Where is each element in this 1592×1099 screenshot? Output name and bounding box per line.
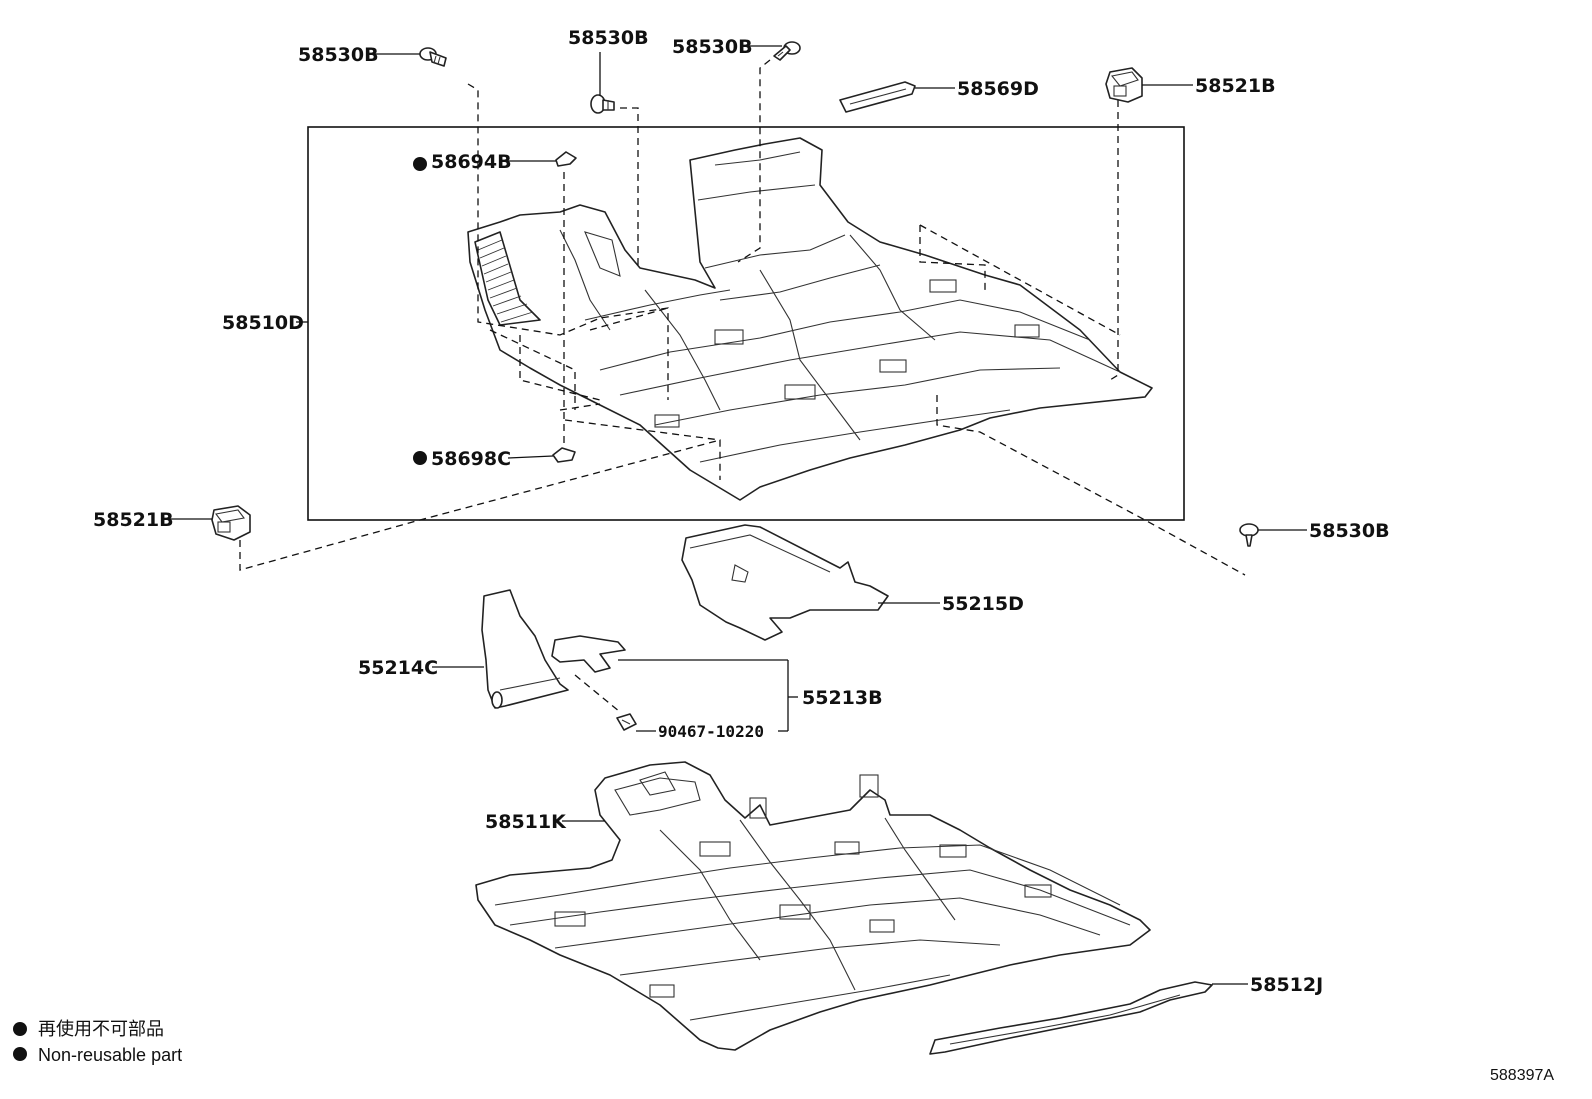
nonreusable-marker-top (413, 157, 427, 171)
label-silencer-rear: 55215D (942, 593, 1024, 615)
label-silencer-center: 55213B (802, 687, 883, 709)
label-retainer-bottom: 58698C (431, 448, 511, 470)
silencer-rear-edge (689, 534, 831, 573)
label-clip-top-center: 58530B (568, 27, 649, 49)
side-strip-detail (949, 994, 1181, 1045)
clip-top-center (590, 94, 615, 114)
legend-text-jp: 再使用不可部品 (38, 1019, 164, 1039)
bracket-left (211, 505, 251, 541)
silencer-front-part (481, 589, 569, 709)
label-pad: 58569D (957, 78, 1039, 100)
legend-text-en: Non-reusable part (38, 1045, 182, 1065)
label-silencer-front: 55214C (358, 657, 438, 679)
retainer-bottom-part (552, 447, 576, 463)
bracket-top-right (1105, 67, 1143, 103)
side-strip-part (929, 981, 1213, 1055)
label-clip-top-right: 58530B (672, 36, 753, 58)
assembly-frame (307, 126, 1185, 521)
silencer-rear-part (681, 524, 889, 641)
lower-carpet-drawing (475, 761, 1151, 1051)
label-retainer-top: 58694B (431, 151, 512, 173)
label-clip-right: 58530B (1309, 520, 1390, 542)
pad-detail (849, 88, 907, 105)
legend: 再使用不可部品 Non-reusable part (13, 1019, 182, 1065)
diagram-id: 588397A (1490, 1067, 1554, 1084)
bolt-guide (574, 674, 621, 713)
clip-top-left (419, 47, 447, 67)
carpet-assembly-drawing (467, 137, 1153, 501)
assembly-guide-lines (239, 59, 1246, 576)
label-bracket-left: 58521B (93, 509, 174, 531)
leader-lines (167, 45, 1307, 985)
legend-marker-jp (13, 1022, 27, 1036)
silencer-front-roll (491, 691, 503, 709)
legend-marker-en (13, 1047, 27, 1061)
label-lower-carpet: 58511K (485, 811, 567, 833)
label-carpet-assembly: 58510D (222, 312, 304, 334)
retainer-top-part (555, 151, 577, 167)
nonreusable-marker-bottom (413, 451, 427, 465)
silencer-center-part (551, 635, 626, 673)
silencer-front-detail (499, 677, 561, 691)
label-side-strip: 58512J (1250, 974, 1323, 996)
clip-right (1239, 523, 1259, 547)
label-bolt: 90467-10220 (658, 722, 764, 741)
bolt-part (616, 713, 637, 731)
label-bracket-top-right: 58521B (1195, 75, 1276, 97)
label-clip-top-left: 58530B (298, 44, 379, 66)
silencer-rear-detail (731, 564, 749, 583)
clip-top-right (773, 41, 801, 61)
